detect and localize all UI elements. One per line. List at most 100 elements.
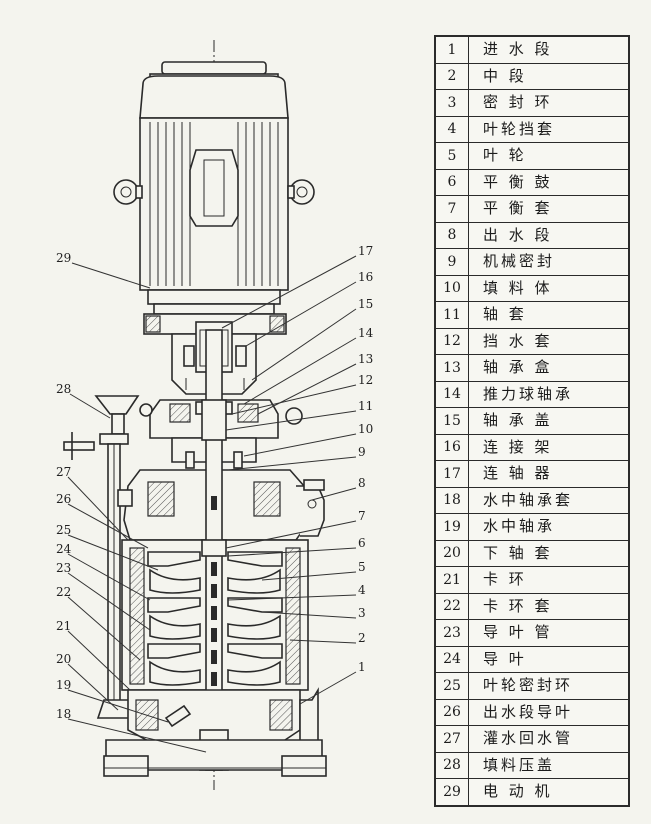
part-number: 25 [434,672,469,700]
part-name: 填 料 体 [468,274,630,302]
part-name: 水中轴承 [468,513,630,541]
callout-23: 23 [56,561,71,575]
part-name: 推力球轴承 [468,380,630,408]
callout-11: 11 [358,399,373,413]
part-number: 27 [434,725,469,753]
part-number: 17 [434,460,469,488]
part-number: 13 [434,354,469,382]
part-number: 7 [434,195,469,223]
part-number: 26 [434,698,469,726]
callout-8: 8 [358,476,366,490]
part-number: 21 [434,566,469,594]
part-name: 卡 环 [468,566,630,594]
part-number: 19 [434,513,469,541]
part-number: 6 [434,168,469,196]
part-number: 22 [434,592,469,620]
callout-3: 3 [358,606,366,620]
part-name: 叶 轮 [468,142,630,170]
callout-24: 24 [56,542,72,556]
part-name: 叶轮密封环 [468,672,630,700]
callout-18: 18 [56,707,71,721]
part-name: 连 轴 器 [468,460,630,488]
part-name: 灌水回水管 [468,725,630,753]
part-name: 平 衡 鼓 [468,168,630,196]
motor [113,61,315,315]
callout-9: 9 [358,445,366,459]
callout-6: 6 [358,536,366,550]
inlet-section [103,687,327,777]
part-number: 20 [434,539,469,567]
part-number: 5 [434,142,469,170]
part-number: 2 [434,62,469,90]
part-name: 平 衡 套 [468,195,630,223]
callout-16: 16 [358,270,373,284]
callout-21: 21 [56,619,71,633]
part-name: 下 轴 套 [468,539,630,567]
part-number: 8 [434,221,469,249]
filling-pipe [63,395,140,719]
part-name: 卡 环 套 [468,592,630,620]
part-name: 导 叶 [468,645,630,673]
part-name: 密 封 环 [468,89,630,117]
part-name: 电 动 机 [468,778,630,806]
part-number: 28 [434,751,469,779]
part-name: 出 水 段 [468,221,630,249]
callout-1: 1 [358,660,366,674]
part-name: 水中轴承套 [468,486,630,514]
left-callouts: 29 28 27 26 25 24 23 22 21 20 19 18 [56,251,207,753]
callout-4: 4 [358,583,366,597]
part-name: 轴 承 盒 [468,354,630,382]
part-name: 进 水 段 [468,35,630,64]
callout-26: 26 [56,492,71,506]
callout-25: 25 [56,523,71,537]
part-number: 16 [434,433,469,461]
callout-17: 17 [358,244,373,258]
part-number: 14 [434,380,469,408]
callout-13: 13 [358,352,373,366]
callout-20: 20 [56,652,71,666]
callout-10: 10 [358,422,373,436]
part-number: 4 [434,115,469,143]
callout-22: 22 [56,585,71,599]
part-number: 12 [434,327,469,355]
outlet-section [123,469,325,541]
part-number: 3 [434,89,469,117]
part-number: 11 [434,301,469,329]
part-number: 29 [434,778,469,806]
part-number: 18 [434,486,469,514]
callout-7: 7 [358,509,366,523]
part-name: 导 叶 管 [468,619,630,647]
callout-12: 12 [358,373,373,387]
part-name: 中 段 [468,62,630,90]
callout-5: 5 [358,560,366,574]
part-number: 9 [434,248,469,276]
part-number: 1 [434,35,469,64]
